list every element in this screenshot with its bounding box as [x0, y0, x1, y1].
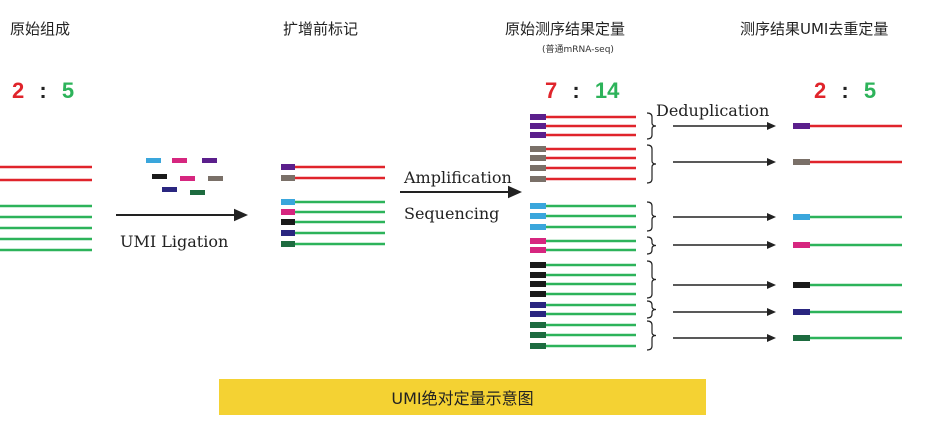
read-umi-12: [530, 247, 546, 253]
umi-tag-2: [172, 158, 187, 163]
group-brace-3: [646, 201, 657, 232]
dedup-arrow-1-head: [767, 121, 776, 131]
ratio-dedup: 2 : 5: [814, 78, 876, 104]
dedup-arrow-3-head: [767, 212, 776, 222]
dedup-umi-1: [793, 123, 810, 129]
read-umi-1: [530, 114, 546, 120]
read-umi-13: [530, 262, 546, 268]
read-umi-4: [530, 146, 546, 152]
umi-ligation-arrow-head: [234, 208, 248, 222]
ratio-raw: 7 : 14: [545, 78, 619, 104]
read-umi-17: [530, 302, 546, 308]
labeled-umi-5: [281, 219, 295, 225]
group-brace-7: [646, 320, 657, 351]
dedup-arrow-6-head: [767, 307, 776, 317]
umi-tag-1: [146, 158, 161, 163]
read-umi-7: [530, 176, 546, 182]
ratio-raw-green: 14: [594, 78, 620, 103]
dedup-umi-4: [793, 242, 810, 248]
label-amplification: Amplification: [404, 168, 512, 187]
heading-raw-quant: 原始测序结果定量: [505, 20, 626, 38]
umi-tag-3: [202, 158, 217, 163]
labeled-umi-1: [281, 164, 295, 170]
read-umi-21: [530, 343, 546, 349]
read-umi-16: [530, 291, 546, 297]
labeled-umi-6: [281, 230, 295, 236]
labeled-umi-7: [281, 241, 295, 247]
read-umi-15: [530, 281, 546, 287]
read-umi-18: [530, 311, 546, 317]
umi-tag-8: [190, 190, 205, 195]
labeled-umi-4: [281, 209, 295, 215]
labeled-umi-3: [281, 199, 295, 205]
umi-tag-7: [162, 187, 177, 192]
dedup-arrow-7-head: [767, 333, 776, 343]
label-deduplication: Deduplication: [656, 101, 770, 120]
ratio-original-red: 2: [12, 78, 25, 103]
labeled-umi-2: [281, 175, 295, 181]
dedup-arrow-2-head: [767, 157, 776, 167]
read-umi-19: [530, 322, 546, 328]
heading-original: 原始组成: [10, 20, 71, 38]
read-umi-5: [530, 155, 546, 161]
ratio-dedup-green: 5: [863, 78, 877, 103]
umi-tag-5: [180, 176, 195, 181]
read-umi-20: [530, 332, 546, 338]
group-brace-5: [646, 260, 657, 299]
ratio-dedup-red: 2: [814, 78, 827, 103]
umi-tag-4: [152, 174, 167, 179]
ratio-raw-sep: :: [572, 78, 580, 103]
heading-raw-quant-sub: (普通mRNA-seq): [542, 45, 614, 55]
ratio-dedup-sep: :: [841, 78, 849, 103]
read-umi-3: [530, 132, 546, 138]
dedup-umi-5: [793, 282, 810, 288]
dedup-umi-2: [793, 159, 810, 165]
group-brace-1: [646, 112, 657, 140]
ratio-original-sep: :: [39, 78, 47, 103]
dedup-umi-6: [793, 309, 810, 315]
group-brace-6: [646, 300, 657, 319]
read-umi-9: [530, 213, 546, 219]
read-umi-8: [530, 203, 546, 209]
umi-tag-6: [208, 176, 223, 181]
heading-umi-quant: 测序结果UMI去重定量: [740, 20, 889, 38]
title-banner: UMI绝对定量示意图: [219, 379, 706, 415]
dedup-arrow-5-head: [767, 280, 776, 290]
amplification-arrow-head: [508, 185, 522, 199]
dedup-umi-7: [793, 335, 810, 341]
read-umi-2: [530, 123, 546, 129]
ratio-raw-red: 7: [545, 78, 558, 103]
read-umi-14: [530, 272, 546, 278]
group-brace-4: [646, 236, 657, 255]
label-umi-ligation: UMI Ligation: [120, 232, 229, 251]
heading-pre-label: 扩增前标记: [283, 20, 359, 38]
read-umi-11: [530, 238, 546, 244]
read-umi-6: [530, 165, 546, 171]
dedup-umi-3: [793, 214, 810, 220]
ratio-original-green: 5: [61, 78, 75, 103]
ratio-original: 2 : 5: [12, 78, 74, 104]
label-sequencing: Sequencing: [404, 204, 500, 223]
read-umi-10: [530, 224, 546, 230]
dedup-arrow-4-head: [767, 240, 776, 250]
group-brace-2: [646, 144, 657, 184]
